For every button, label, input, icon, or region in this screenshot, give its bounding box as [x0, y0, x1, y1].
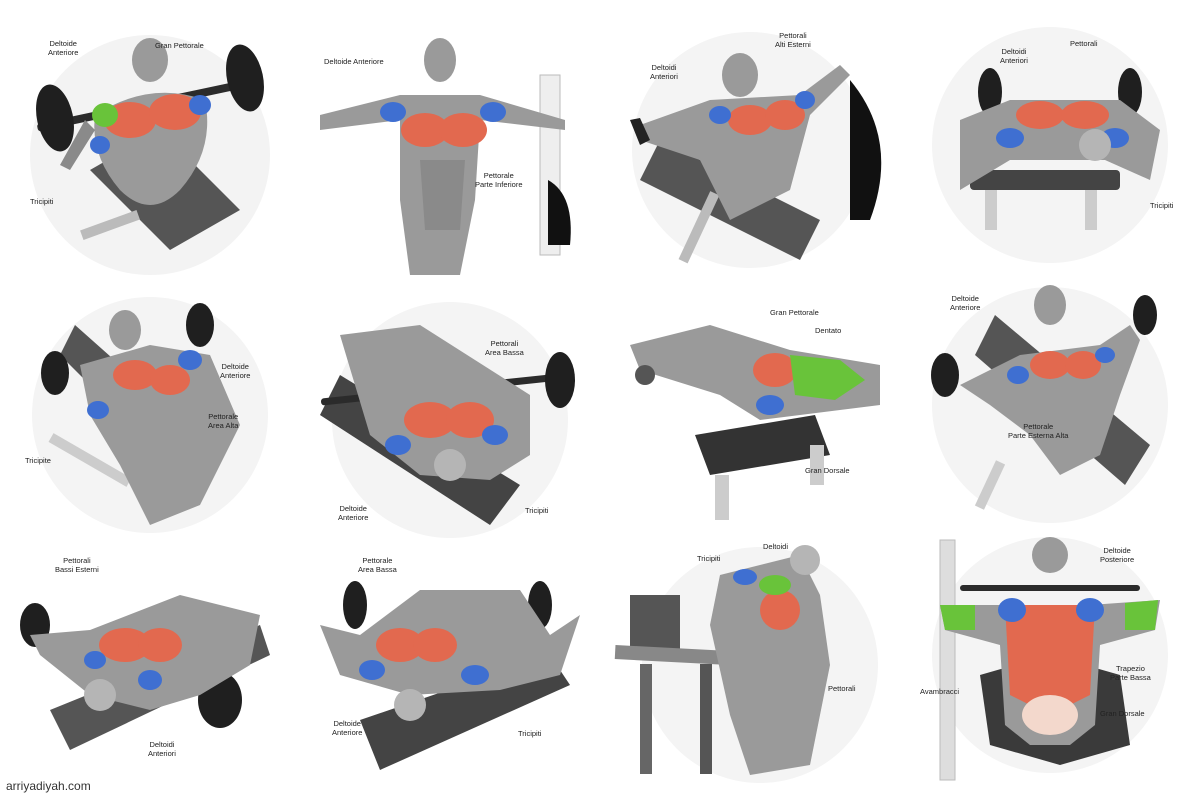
incline-barbell-press-illustration — [30, 35, 270, 275]
label-tricipiti: Tricipiti — [518, 729, 542, 738]
label-pettorale-parte-inferiore: Pettorale Parte Inferiore — [475, 171, 523, 189]
label-gran-dorsale: Gran Dorsale — [805, 466, 850, 475]
site-watermark: arriyadiyah.com — [6, 779, 91, 793]
cable-crossover-illustration — [320, 38, 571, 275]
cable-pullover-illustration — [630, 325, 880, 520]
label-trapezio-parte-bassa: Trapezio Parte Bassa — [1110, 664, 1151, 682]
decline-barbell-press-illustration — [320, 302, 575, 538]
lat-pulldown-illustration — [932, 537, 1168, 781]
label-pettorali: Pettorali — [828, 684, 856, 693]
label-gran-pettorale: Gran Pettorale — [155, 41, 204, 50]
label-tricipiti: Tricipiti — [525, 506, 549, 515]
label-gran-pettorale: Gran Pettorale — [770, 308, 819, 317]
panel-incline-barbell-press: Deltoide Anteriore Gran Pettorale Tricip… — [0, 20, 300, 285]
panel-cable-crossover: Deltoide Anteriore Pettorale Parte Infer… — [300, 20, 600, 285]
panel-dumbbell-press: Deltoidi Anteriori Pettorali Tricipiti — [900, 20, 1200, 285]
panel-incline-dumbbell-press: Deltoide Anteriore Pettorale Area Alta T… — [0, 285, 300, 550]
label-tricipite: Tricipite — [25, 456, 51, 465]
label-dentato: Dentato — [815, 326, 842, 335]
label-pettorali: Pettorali — [1070, 39, 1098, 48]
label-pettorale-area-alta: Pettorale Area Alta — [208, 412, 239, 430]
incline-dumbbell-fly-illustration — [931, 285, 1168, 523]
label-deltoide-anteriore: Deltoide Anteriore — [338, 504, 369, 522]
decline-dumbbell-press-illustration — [320, 581, 580, 770]
label-pettorali-bassi-esterni: Pettorali Bassi Esterni — [55, 556, 99, 574]
label-pettorale-parte-esterna-alta: Pettorale Parte Esterna Alta — [1008, 422, 1069, 440]
decline-dumbbell-fly-illustration — [20, 595, 270, 750]
panel-lat-pulldown: Deltoide Posteriore Avambracci Trapezio … — [900, 535, 1200, 800]
label-deltoidi-anteriori: Deltoidi Anteriori — [1000, 47, 1028, 65]
label-deltoidi-anteriori: Deltoidi Anteriori — [650, 63, 678, 81]
label-deltoide-anteriore: Deltoide Anteriore — [324, 57, 384, 66]
dips-illustration — [614, 545, 878, 783]
label-deltoide-posteriore: Deltoide Posteriore — [1100, 546, 1135, 564]
label-deltoide-anteriore: Deltoide Anteriore — [332, 719, 363, 737]
incline-cable-fly-illustration — [630, 32, 882, 268]
label-pettorali-area-bassa: Pettorali Area Bassa — [485, 339, 524, 357]
panel-dips: Tricipiti Deltoidi Pettorali — [600, 535, 900, 800]
incline-dumbbell-press-illustration — [32, 297, 268, 533]
dumbbell-press-illustration — [932, 27, 1168, 263]
panel-decline-barbell-press: Pettorali Area Bassa Deltoide Anteriore … — [300, 285, 600, 550]
label-tricipiti: Tricipiti — [30, 197, 54, 206]
label-tricipiti: Tricipiti — [697, 554, 721, 563]
panel-decline-dumbbell-fly: Pettorali Bassi Esterni Deltoidi Anterio… — [0, 535, 300, 800]
panel-incline-dumbbell-fly: Deltoide Anteriore Pettorale Parte Ester… — [900, 285, 1200, 550]
label-pettorali-alti-esterni: Pettorali Alti Esterni — [775, 31, 811, 49]
label-tricipiti: Tricipiti — [1150, 201, 1174, 210]
label-pettorale-area-bassa: Pettorale Area Bassa — [358, 556, 397, 574]
label-gran-dorsale: Gran Dorsale — [1100, 709, 1145, 718]
panel-decline-dumbbell-press: Pettorale Area Bassa Deltoide Anteriore … — [300, 535, 600, 800]
panel-incline-cable-fly: Deltoidi Anteriori Pettorali Alti Estern… — [600, 20, 900, 285]
label-deltoidi-anteriori: Deltoidi Anteriori — [148, 740, 176, 758]
label-deltoidi: Deltoidi — [763, 542, 789, 551]
label-deltoide-anteriore: Deltoide Anteriore — [220, 362, 251, 380]
label-avambracci: Avambracci — [920, 687, 960, 696]
label-deltoide-anteriore: Deltoide Anteriore — [48, 39, 79, 57]
label-deltoide-anteriore: Deltoide Anteriore — [950, 294, 981, 312]
panel-cable-pullover: Gran Pettorale Dentato Gran Dorsale — [600, 285, 900, 550]
